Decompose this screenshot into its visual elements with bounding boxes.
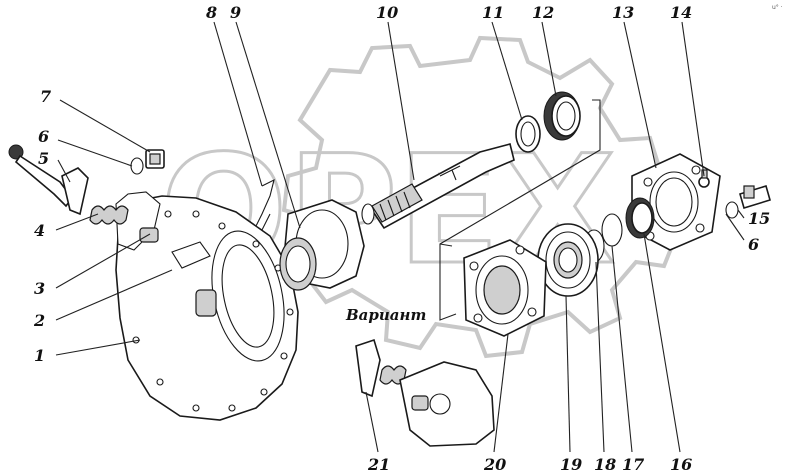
bolt-washer-left-part: [130, 149, 165, 175]
callout-6-right: 6: [748, 235, 759, 254]
flange-plate-part: [631, 153, 721, 251]
input-shaft-part: [361, 143, 515, 230]
callout-13: 13: [612, 3, 634, 22]
leader-lines: [55, 21, 745, 453]
callout-3: 3: [34, 279, 45, 298]
callout-16: 16: [670, 455, 692, 474]
bearing-housing-part: [463, 239, 547, 337]
release-lever-part: [8, 144, 129, 225]
callout-14: 14: [670, 3, 692, 22]
callout-7: 7: [40, 87, 51, 106]
bearing-cover-part: [279, 199, 365, 291]
callout-1: 1: [34, 346, 45, 365]
seal-rings-part: [515, 91, 581, 153]
callout-19: 19: [560, 455, 582, 474]
variant-assembly-part: [355, 338, 495, 447]
callout-17: 17: [622, 455, 644, 474]
retaining-clip-part: [255, 178, 275, 231]
assembly-bracket: [439, 99, 601, 321]
callout-12: 12: [532, 3, 554, 22]
callout-21: 21: [367, 455, 390, 474]
callout-9: 9: [230, 3, 241, 22]
callout-10: 10: [376, 3, 398, 22]
bolt-washer-right-part: [725, 184, 771, 219]
ball-bearing-part: [537, 223, 599, 297]
variant-label: Вариант: [345, 306, 426, 324]
callout-20: 20: [483, 455, 506, 474]
grease-fitting-part: [698, 169, 710, 188]
callout-6-left: 6: [38, 127, 49, 146]
callout-5: 5: [38, 149, 49, 168]
callout-4: 4: [34, 221, 45, 240]
callout-15: 15: [748, 209, 770, 228]
callout-8: 8: [205, 3, 217, 22]
callout-11: 11: [482, 3, 504, 22]
callout-2: 2: [33, 311, 45, 330]
callouts: 1 2 3 4 5 6 7 8 9 10 11 12 13 14 15 6 16…: [33, 3, 770, 474]
callout-18: 18: [594, 455, 616, 474]
clutch-housing-part: [115, 191, 299, 421]
corner-mark: u° ·: [772, 4, 783, 11]
